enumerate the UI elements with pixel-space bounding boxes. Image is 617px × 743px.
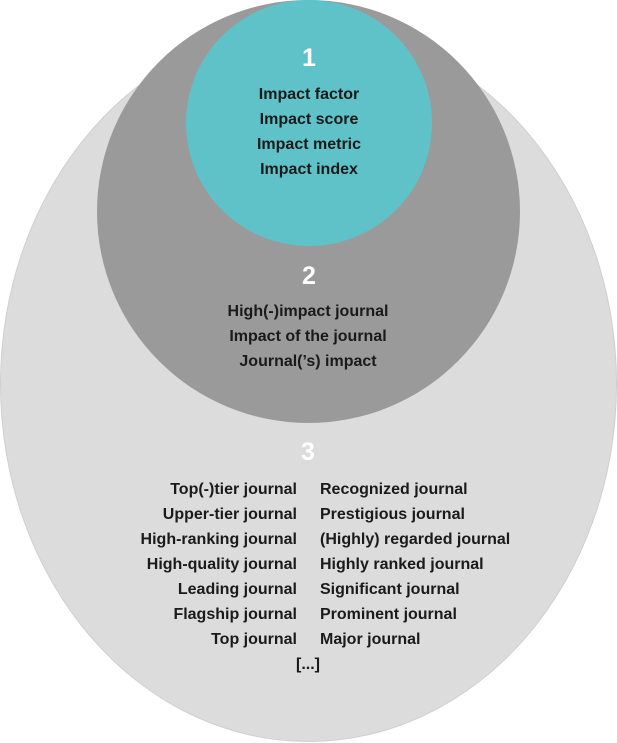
inner-circle-zone-1	[186, 0, 432, 246]
zone-3-term: Major journal	[320, 631, 421, 648]
zone-1-terms: Impact factor Impact score Impact metric…	[186, 82, 432, 182]
zone-3-number: 3	[301, 438, 315, 466]
zone-3-term: High-quality journal	[146, 556, 297, 573]
zone-3-term: High-ranking journal	[140, 531, 297, 548]
zone-2-terms: High(-)impact journal Impact of the jour…	[158, 299, 458, 374]
zone-3-term: Prestigious journal	[320, 506, 465, 523]
zone-3-right-column: Recognized journal Prestigious journal (…	[320, 477, 510, 652]
zone-3-term: Top(-)tier journal	[170, 481, 297, 498]
zone-3-term: Upper-tier journal	[162, 506, 297, 523]
zone-3-term: Top journal	[211, 631, 297, 648]
zone-1-term: Impact index	[260, 161, 358, 178]
zone-3-term: Significant journal	[320, 581, 460, 598]
zone-3-term: Prominent journal	[320, 606, 457, 623]
zone-3-term: (Highly) regarded journal	[320, 531, 511, 548]
zone-2-term: Impact of the journal	[229, 328, 387, 345]
zone-3-left-column: Top(-)tier journal Upper-tier journal Hi…	[141, 477, 297, 652]
zone-2-term: High(-)impact journal	[227, 303, 389, 320]
zone-1-number: 1	[302, 44, 316, 72]
zone-3-term: Highly ranked journal	[320, 556, 484, 573]
zone-3-ellipsis: [...]	[296, 656, 320, 673]
zone-1-term: Impact score	[259, 111, 359, 128]
zone-2-term: Journal(’s) impact	[239, 353, 377, 370]
zone-2-number: 2	[302, 262, 316, 290]
zone-1-term: Impact metric	[256, 136, 362, 153]
zone-1-term: Impact factor	[258, 86, 360, 103]
zone-3-term: Leading journal	[177, 581, 297, 598]
zone-3-term: Recognized journal	[320, 481, 468, 498]
zone-3-term: Flagship journal	[173, 606, 297, 623]
